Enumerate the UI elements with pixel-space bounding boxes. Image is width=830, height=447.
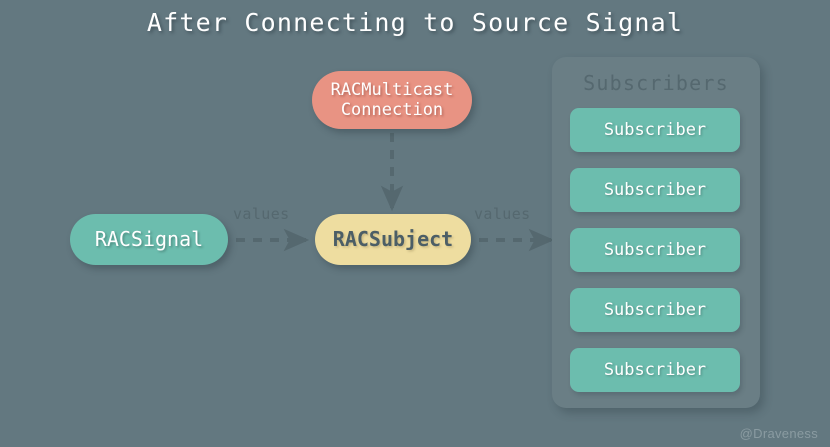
node-racsubject[interactable]: RACSubject (315, 214, 471, 265)
watermark: @Draveness (739, 426, 818, 441)
list-item[interactable]: Subscriber (570, 228, 740, 272)
list-item[interactable]: Subscriber (570, 348, 740, 392)
node-racmulticastconnection-label: RACMulticast Connection (331, 80, 454, 120)
subscriber-label: Subscriber (603, 360, 707, 380)
subscribers-panel-title: Subscribers (583, 71, 729, 95)
subscriber-label: Subscriber (603, 180, 707, 200)
node-racsubject-label: RACSubject (332, 226, 454, 251)
list-item[interactable]: Subscriber (570, 168, 740, 212)
edge-label-values-signal-subject: values (233, 205, 290, 223)
subscriber-label: Subscriber (603, 300, 707, 320)
list-item[interactable]: Subscriber (570, 288, 740, 332)
subscriber-label: Subscriber (603, 240, 707, 260)
list-item[interactable]: Subscriber (570, 108, 740, 152)
subscribers-panel: Subscribers Subscriber Subscriber Subscr… (552, 57, 760, 408)
subscriber-list: Subscriber Subscriber Subscriber Subscri… (570, 108, 740, 392)
edge-label-values-subject-subscribers: values (474, 205, 531, 223)
node-racmulticastconnection-label-line2: Connection (340, 100, 444, 120)
node-racmulticastconnection-label-line1: RACMulticast (330, 79, 454, 100)
subscriber-label: Subscriber (603, 120, 707, 140)
diagram-title: After Connecting to Source Signal (146, 8, 684, 37)
node-racsignal[interactable]: RACSignal (70, 214, 228, 265)
node-racsignal-label: RACSignal (94, 226, 204, 251)
node-racmulticastconnection[interactable]: RACMulticast Connection (312, 71, 472, 129)
